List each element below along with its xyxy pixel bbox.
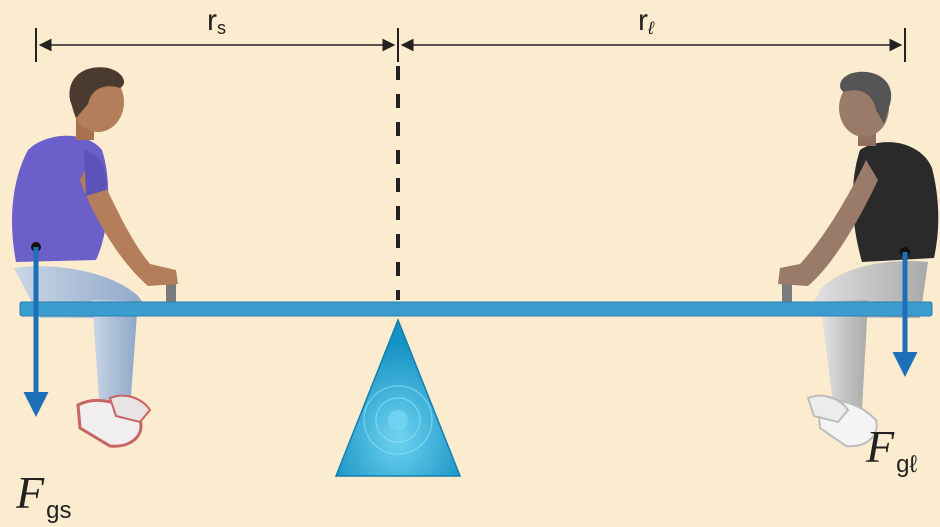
force-arrow-left <box>23 242 49 417</box>
r-l-label: rℓ <box>638 4 654 38</box>
f-gs-main: F <box>16 467 45 518</box>
r-l-subscript: ℓ <box>648 18 654 38</box>
seesaw-beam <box>19 301 933 317</box>
f-gl-main: F <box>866 421 895 472</box>
fulcrum-triangle <box>334 317 462 477</box>
r-s-label: rs <box>207 4 226 38</box>
child-left <box>12 67 178 448</box>
r-l-main: r <box>638 4 648 37</box>
child-right <box>778 71 939 448</box>
f-gl-label: Fgℓ <box>866 424 917 477</box>
force-arrow-right <box>892 247 918 377</box>
f-gl-subscript: gℓ <box>896 451 918 478</box>
r-s-subscript: s <box>217 18 226 38</box>
dimension-lines <box>35 28 906 62</box>
r-s-main: r <box>207 4 217 37</box>
f-gs-subscript: gs <box>46 497 72 524</box>
f-gs-label: Fgs <box>16 470 71 523</box>
